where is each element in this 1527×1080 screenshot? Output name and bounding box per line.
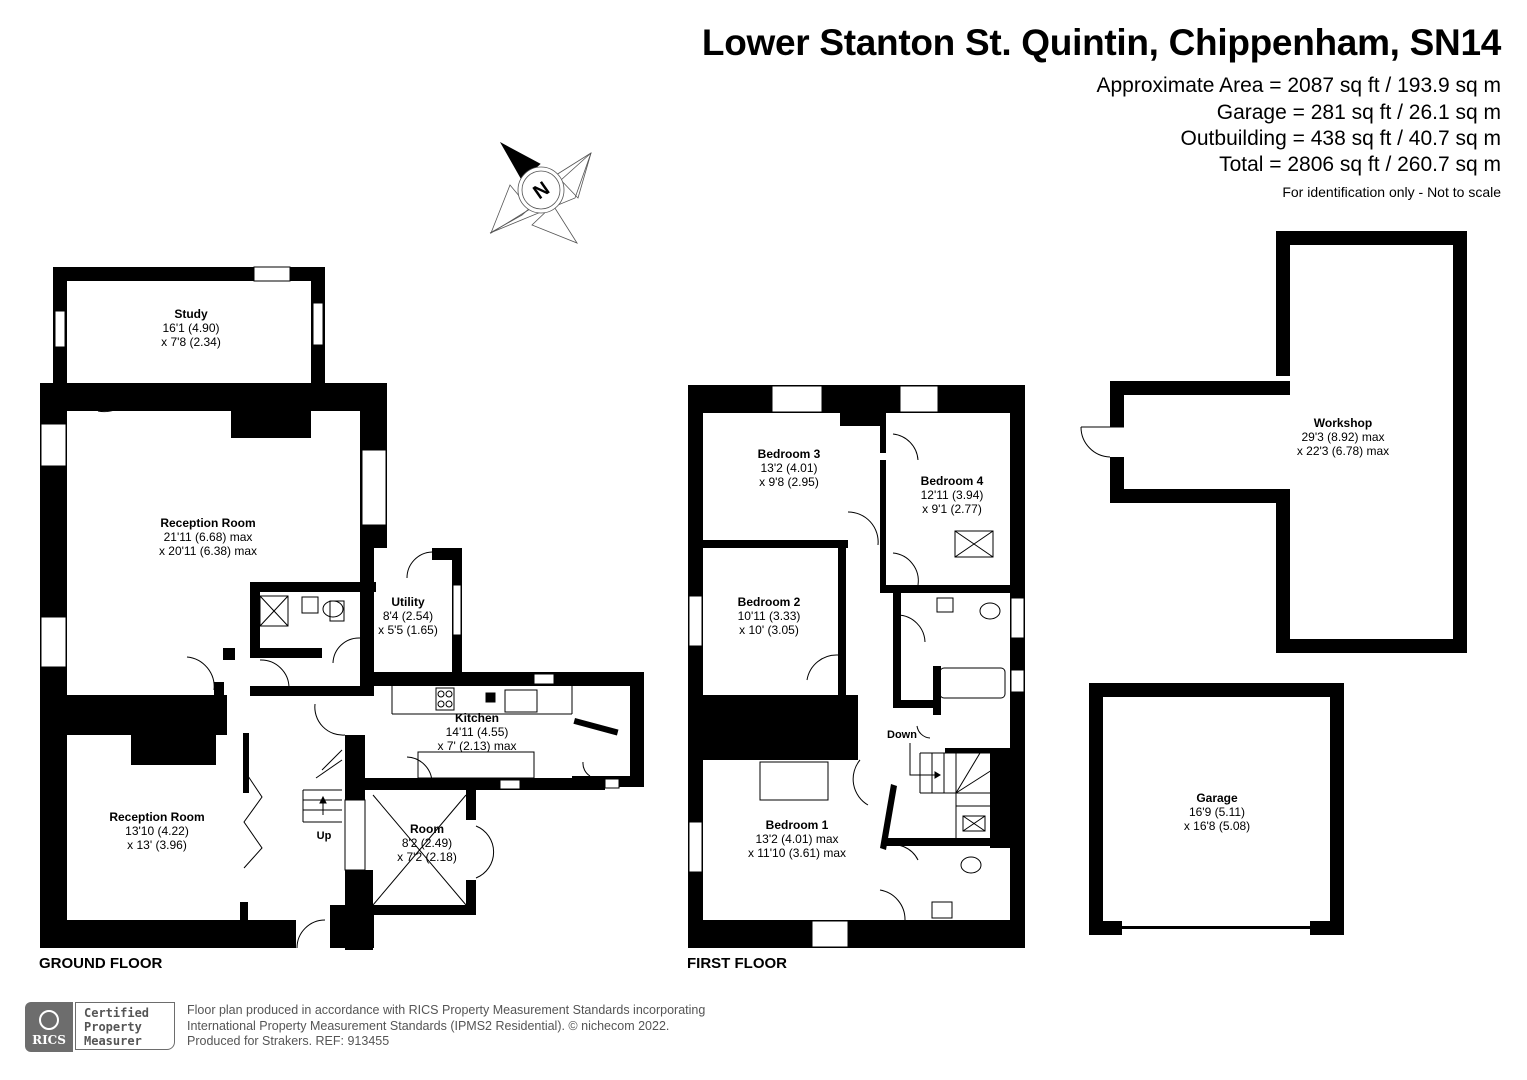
room-label-bedroom-4: Bedroom 4 12'11 (3.94) x 9'1 (2.77)	[920, 474, 984, 516]
rics-logo: RICS	[25, 1002, 73, 1052]
outbuilding-area: Outbuilding = 438 sq ft / 40.7 sq m	[1180, 127, 1501, 150]
garage-plan	[1089, 683, 1344, 935]
stairs-down-label: Down	[887, 729, 917, 741]
ground-floor-label: GROUND FLOOR	[39, 955, 163, 972]
room-label-reception-room-2: Reception Room 13'10 (4.22) x 13' (3.96)	[109, 810, 205, 852]
rics-lion-icon	[39, 1010, 59, 1030]
room-label-study: Study 16'1 (4.90) x 7'8 (2.34)	[161, 307, 221, 349]
approximate-area: Approximate Area = 2087 sq ft / 193.9 sq…	[1096, 74, 1502, 97]
garage-area: Garage = 281 sq ft / 26.1 sq m	[1216, 101, 1501, 124]
certified-measurer-box: Certified Property Measurer	[75, 1002, 175, 1050]
room-label-garage: Garage 16'9 (5.11) x 16'8 (5.08)	[1183, 791, 1251, 833]
footer-disclaimer: Floor plan produced in accordance with R…	[187, 1003, 706, 1048]
first-floor-windows	[688, 385, 1025, 948]
first-floor-fixtures	[759, 433, 1006, 921]
total-area: Total = 2806 sq ft / 260.7 sq m	[1219, 153, 1501, 176]
ground-floor-windows	[40, 266, 620, 871]
property-title: Lower Stanton St. Quintin, Chippenham, S…	[701, 22, 1501, 63]
workshop-plan	[1110, 231, 1467, 653]
room-label-bedroom-3: Bedroom 3 13'2 (4.01) x 9'8 (2.95)	[757, 447, 821, 489]
room-label-bedroom-2: Bedroom 2 10'11 (3.33) x 10' (3.05)	[737, 595, 801, 637]
room-label-reception-room-1: Reception Room 21'11 (6.68) max x 20'11 …	[158, 516, 258, 558]
ground-floor-fixtures	[97, 399, 591, 949]
room-label-bedroom-1: Bedroom 1 13'2 (4.01) max x 11'10 (3.61)…	[747, 818, 847, 860]
first-floor-label: FIRST FLOOR	[687, 955, 787, 972]
room-label-kitchen: Kitchen 14'11 (4.55) x 7' (2.13) max	[437, 711, 517, 753]
room-label-workshop: Workshop 29'3 (8.92) max x 22'3 (6.78) m…	[1296, 416, 1390, 458]
room-label-utility: Utility 8'4 (2.54) x 5'5 (1.65)	[378, 595, 438, 637]
rics-certified-badge: RICS Certified Property Measurer	[25, 1002, 177, 1052]
scale-disclaimer: For identification only - Not to scale	[1282, 184, 1501, 200]
room-label-room: Room 8'2 (2.49) x 7'2 (2.18)	[397, 822, 457, 864]
first-floor-plan	[688, 385, 1025, 948]
compass-north-icon: N	[489, 141, 592, 244]
stairs-up-label: Up	[316, 830, 332, 842]
